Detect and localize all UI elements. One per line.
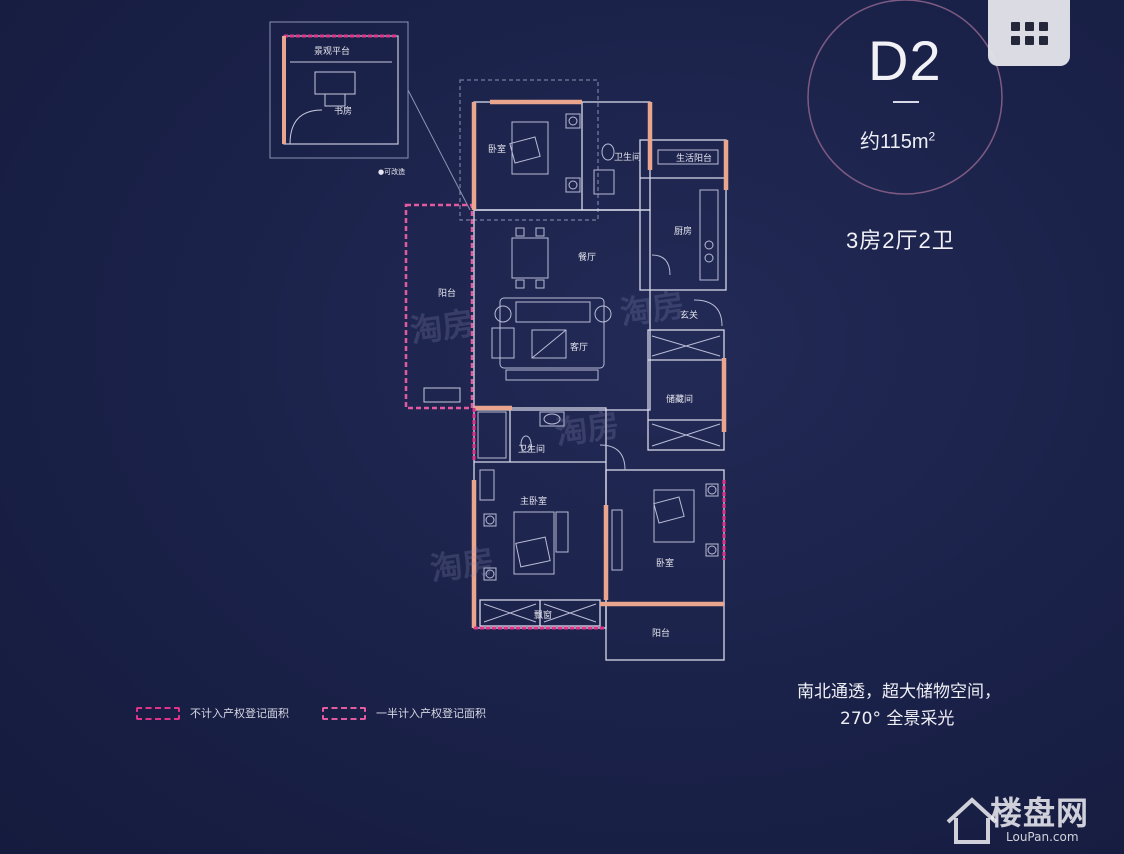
label-utility: 生活阳台	[676, 152, 712, 164]
exterior-walls	[471, 99, 729, 628]
watermark: 淘房	[617, 285, 687, 333]
label-balcony-south: 阳台	[652, 627, 670, 639]
grid-menu-icon	[1010, 21, 1048, 45]
label-bay: 飘窗	[534, 609, 552, 621]
study-reference-outline	[459, 79, 599, 221]
label-storage: 储藏间	[666, 393, 693, 405]
brand-url: LouPan.com	[1006, 830, 1079, 844]
label-living: 客厅	[570, 341, 588, 353]
label-bathroom-1: 卫生间	[614, 151, 641, 163]
feature-line-2: 270° 全景采光	[840, 709, 955, 729]
room-labels: 卧室 卫生间 生活阳台 餐厅 厨房 阳台 玄关 客厅 储藏间 卫生间 主卧室 飘…	[314, 45, 712, 639]
label-inset-note: ●可改造	[378, 167, 405, 176]
dashed-walls	[472, 408, 726, 630]
watermark: 淘房	[427, 541, 497, 589]
label-inset-study: 书房	[334, 105, 352, 117]
house-logo-icon	[946, 797, 998, 844]
label-bathroom-2: 卫生间	[518, 443, 545, 455]
legend-item-half: 一半计入产权登记面积	[322, 706, 486, 720]
brand-name: 楼盘网	[990, 794, 1090, 832]
label-inset-terrace: 景观平台	[314, 45, 350, 57]
unit-layout: 3房2厅2卫	[846, 228, 955, 253]
menu-button[interactable]	[988, 0, 1070, 66]
legend-label-excluded: 不计入产权登记面积	[190, 707, 289, 720]
walls	[473, 101, 727, 661]
legend-label-half: 一半计入产权登记面积	[376, 707, 486, 720]
label-bedroom-2: 卧室	[656, 557, 674, 569]
unit-badge-circle	[807, 0, 1003, 195]
inset-study-plan	[269, 21, 471, 211]
legend-swatch-half	[322, 706, 366, 720]
watermark: 淘房	[407, 303, 477, 351]
legend-item-excluded: 不计入产权登记面积	[136, 706, 289, 720]
furniture	[477, 113, 723, 623]
label-entrance: 玄关	[680, 309, 698, 321]
label-balcony-west: 阳台	[438, 287, 456, 299]
unit-area: 约115m2	[860, 125, 935, 154]
label-kitchen: 厨房	[674, 225, 692, 237]
label-dining: 餐厅	[578, 251, 596, 263]
balcony-west-shape	[404, 203, 474, 410]
unit-area-value: 约115m	[860, 131, 929, 153]
unit-code-divider	[893, 101, 919, 103]
unit-area-sup: 2	[928, 129, 936, 144]
legend-swatch-excluded	[136, 706, 180, 720]
label-master: 主卧室	[520, 495, 547, 507]
label-bedroom-1: 卧室	[488, 143, 506, 155]
unit-code: D2	[868, 29, 942, 92]
feature-line-1: 南北通透，超大储物空间，	[797, 682, 1001, 702]
watermark: 淘房	[552, 405, 622, 453]
